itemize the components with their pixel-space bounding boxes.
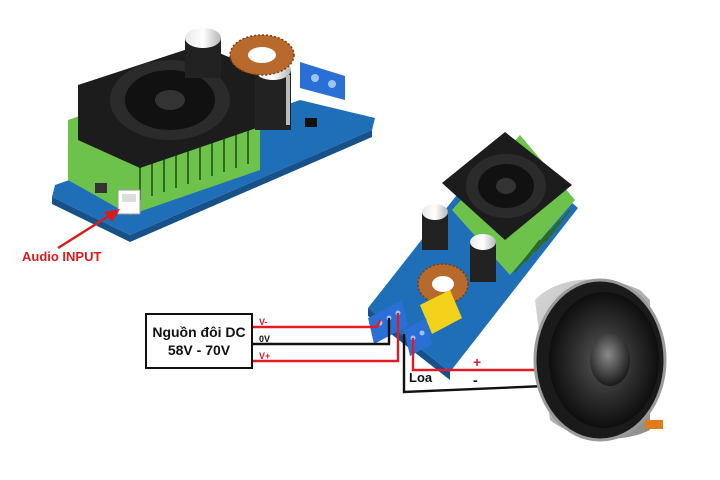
fan-small-hub xyxy=(496,178,516,194)
pcb-large-edge-front xyxy=(130,130,372,242)
capacitor-large-1 xyxy=(185,28,221,78)
wire-speaker-plus xyxy=(411,338,540,372)
wire-label-v-minus: V- xyxy=(259,317,268,327)
power-wires xyxy=(253,313,400,363)
power-supply-title: Nguồn đôi DC xyxy=(152,324,246,340)
audio-input-label: Audio INPUT xyxy=(22,249,102,264)
audio-input-connector xyxy=(117,189,141,215)
wire-speaker-minus xyxy=(402,334,546,394)
speaker-minus-sign: - xyxy=(473,372,478,388)
heatsink-fins-small xyxy=(514,209,571,273)
wire-0v xyxy=(253,318,391,346)
terminal-large xyxy=(300,62,345,100)
inductor-large xyxy=(229,34,295,76)
power-supply-voltage: 58V - 70V xyxy=(167,342,231,358)
wire-v-plus xyxy=(253,313,400,363)
smd-component xyxy=(305,118,317,127)
audio-input-arrow xyxy=(57,209,120,250)
terminal-block-speaker xyxy=(404,318,432,356)
speaker-plus-sign: + xyxy=(473,354,482,370)
wire-label-0v: 0V xyxy=(259,334,271,344)
capacitor-small-1 xyxy=(422,204,448,250)
wire-label-v-plus: V+ xyxy=(259,351,271,361)
speaker-wires xyxy=(402,334,546,394)
speaker-rim xyxy=(533,278,667,442)
film-capacitor xyxy=(420,290,462,334)
speaker-dust-cap xyxy=(590,334,630,386)
capacitor-small-2 xyxy=(470,234,496,282)
wire-v-minus xyxy=(253,319,382,329)
speaker-badge xyxy=(645,420,663,429)
power-supply-box: Nguồn đôi DC 58V - 70V xyxy=(145,313,253,369)
speaker-label: Loa xyxy=(409,370,433,385)
smd-component xyxy=(95,183,107,193)
speaker xyxy=(533,278,667,442)
fan-large-hub xyxy=(155,90,185,110)
inductor-small xyxy=(417,263,469,305)
pcb-large-edge xyxy=(52,197,130,242)
amplifier-board-large xyxy=(52,28,375,242)
